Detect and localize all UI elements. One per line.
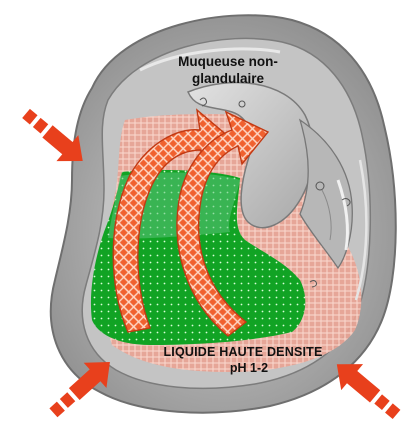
liquid-label-line2: pH 1-2 bbox=[128, 360, 358, 376]
mucosa-label: Muqueuse non- glandulaire bbox=[158, 53, 298, 87]
mucosa-label-line2: glandulaire bbox=[192, 71, 264, 86]
liquid-label: LIQUIDE HAUTE DENSITE pH 1-2 bbox=[128, 344, 358, 376]
mucosa-label-line1: Muqueuse non- bbox=[178, 54, 278, 69]
liquid-label-line1: LIQUIDE HAUTE DENSITE bbox=[163, 345, 322, 359]
